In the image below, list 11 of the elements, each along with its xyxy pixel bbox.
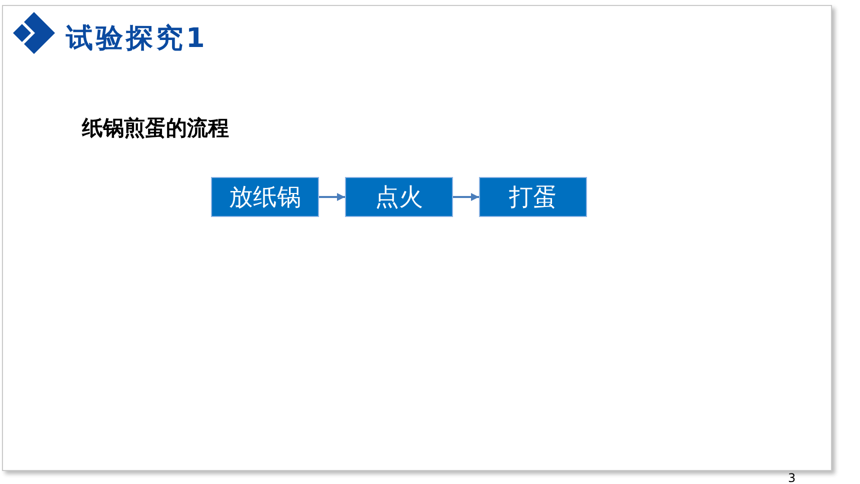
box-label: 点火 <box>375 182 423 213</box>
page-number: 3 <box>788 472 796 484</box>
process-box <box>345 177 453 217</box>
arrow <box>319 193 345 201</box>
box-label: 放纸锅 <box>229 182 301 213</box>
slide-title: 试验探究1 <box>66 22 208 56</box>
process-box <box>479 177 587 217</box>
heading: 纸锅煎蛋的流程 <box>82 118 229 139</box>
arrow <box>453 193 479 201</box>
process-box <box>211 177 319 217</box>
box-label: 打蛋 <box>509 182 557 213</box>
